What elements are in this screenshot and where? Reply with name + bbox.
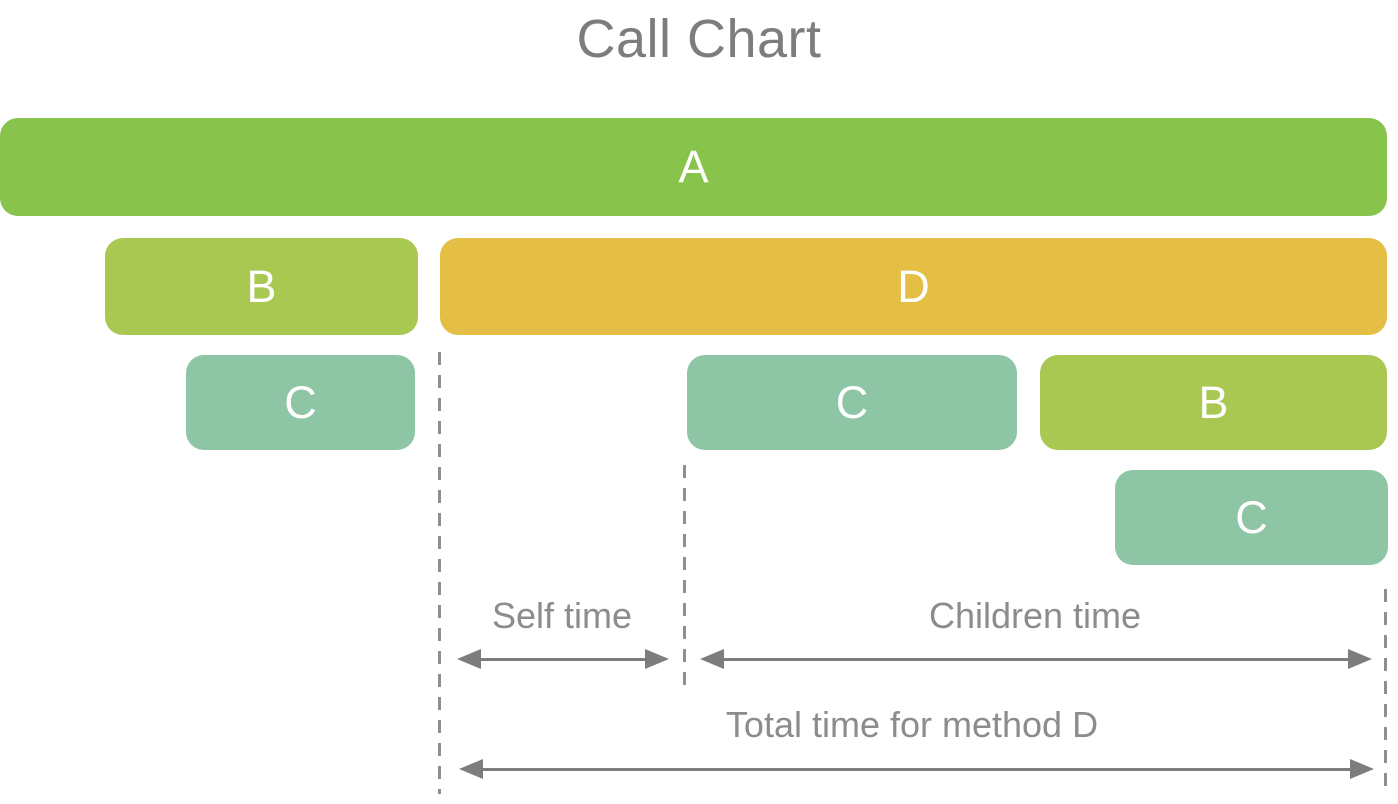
total-time-label: Total time for method D xyxy=(725,704,1099,745)
arrow-right-head-icon xyxy=(645,649,669,669)
guide-line-children-start xyxy=(683,465,686,687)
call-bar-c: C xyxy=(1115,470,1388,565)
arrow-right-head-icon xyxy=(1348,649,1372,669)
arrow-left-head-icon xyxy=(459,759,483,779)
self-time-arrow xyxy=(457,649,669,669)
call-bar-c: C xyxy=(186,355,415,450)
diagram-title: Call Chart xyxy=(576,9,822,69)
call-bar-b: B xyxy=(1040,355,1387,450)
arrow-line xyxy=(483,767,1350,771)
arrow-line xyxy=(481,657,645,661)
total-time-arrow xyxy=(459,759,1374,779)
guide-line-method-d-end xyxy=(1384,589,1387,794)
arrow-line xyxy=(724,657,1348,661)
children-time-arrow xyxy=(700,649,1372,669)
children-time-label: Children time xyxy=(928,595,1142,636)
arrow-left-head-icon xyxy=(457,649,481,669)
call-bar-a: A xyxy=(0,118,1387,216)
arrow-right-head-icon xyxy=(1350,759,1374,779)
call-bar-b: B xyxy=(105,238,418,335)
call-bar-c: C xyxy=(687,355,1017,450)
self-time-label: Self time xyxy=(491,595,633,636)
arrow-left-head-icon xyxy=(700,649,724,669)
guide-line-method-d-start xyxy=(438,352,441,794)
call-bar-d: D xyxy=(440,238,1387,335)
